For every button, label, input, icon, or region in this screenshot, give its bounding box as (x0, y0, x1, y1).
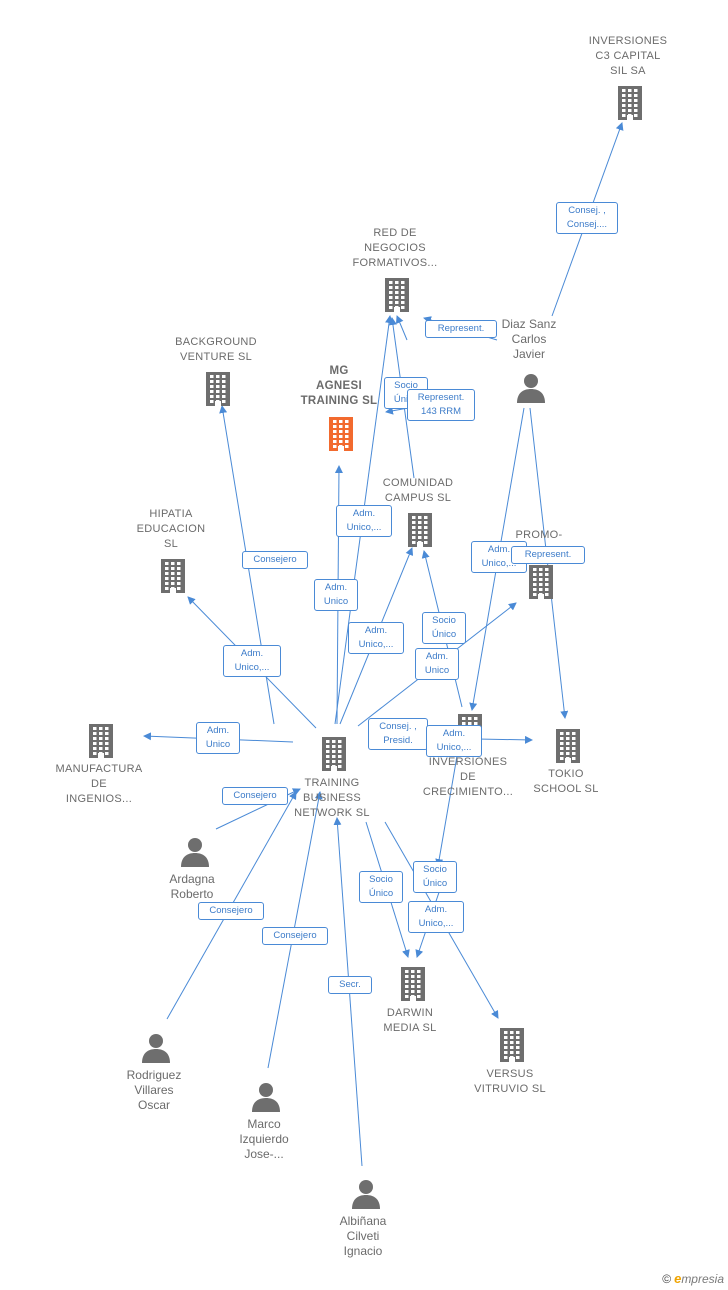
edge-label-consej-c3[interactable]: Consej. , Consej.... (556, 202, 618, 234)
node-label-tokio-school[interactable]: TOKIO SCHOOL SL (533, 768, 599, 795)
building-icon-background-venture[interactable] (202, 370, 234, 411)
node-label-inversiones-c3[interactable]: INVERSIONES C3 CAPITAL SIL SA (588, 35, 668, 77)
edge-line-16 (435, 755, 458, 867)
edge-label-represent-promo[interactable]: Represent. (511, 546, 585, 564)
node-label-hipatia[interactable]: HIPATIA EDUCACION SL (136, 508, 206, 550)
node-label-ardagna[interactable]: Ardagna Roberto (169, 872, 215, 901)
node-label-versus-vitruvio[interactable]: VERSUS VITRUVIO SL (474, 1068, 546, 1095)
node-label-darwin-media[interactable]: DARWIN MEDIA SL (383, 1007, 437, 1034)
edge-line-3 (396, 315, 408, 341)
brand-name: mpresia (681, 1272, 724, 1286)
node-label-comunidad-campus[interactable]: COMUNIDAD CAMPUS SL (382, 477, 454, 504)
node-label-albinana[interactable]: Albiñana Cilveti Ignacio (339, 1214, 387, 1258)
copyright-icon: © (662, 1272, 672, 1286)
building-icon-manufactura[interactable] (85, 722, 117, 763)
node-label-inversiones-crecimiento[interactable]: INVERSIONES DE CRECIMIENTO... (422, 756, 514, 798)
node-label-marco[interactable]: Marco Izquierdo Jose-... (239, 1117, 289, 1161)
edge-label-socio-unico-darwin[interactable]: Socio Único (359, 871, 403, 903)
building-icon-training-business[interactable] (318, 735, 350, 776)
edge-label-consejero-rodriguez[interactable]: Consejero (198, 902, 264, 920)
building-icon-inversiones-c3[interactable] (614, 84, 646, 125)
building-icon-red-negocios[interactable] (381, 276, 413, 317)
node-label-manufactura[interactable]: MANUFACTURA DE INGENIOS... (55, 763, 143, 805)
node-label-rodriguez[interactable]: Rodriguez Villares Oscar (126, 1068, 182, 1112)
node-label-red-negocios[interactable]: RED DE NEGOCIOS FORMATIVOS... (352, 227, 438, 269)
building-icon-tokio-school[interactable] (552, 727, 584, 768)
building-icon-hipatia[interactable] (157, 557, 189, 598)
building-icon-promo[interactable] (525, 563, 557, 604)
edge-label-socio-unico-comunidad[interactable]: Socio Único (422, 612, 466, 644)
edge-label-adm-unico-red[interactable]: Adm. Unico,... (336, 505, 392, 537)
edge-label-adm-unico-comunidad[interactable]: Adm. Unico,... (348, 622, 404, 654)
edge-label-adm-unico-inversiones[interactable]: Adm. Unico,... (426, 725, 482, 757)
building-icon-darwin-media[interactable] (397, 965, 429, 1006)
brand-initial: e (674, 1271, 682, 1286)
person-icon-ardagna[interactable] (179, 836, 211, 873)
edge-label-represent-red[interactable]: Represent. (425, 320, 497, 338)
person-icon-marco[interactable] (250, 1081, 282, 1118)
edge-label-adm-unico-manufactura[interactable]: Adm. Unico (196, 722, 240, 754)
edge-label-consejero-marco[interactable]: Consejero (262, 927, 328, 945)
edge-label-adm-unico-darwin[interactable]: Adm. Unico,... (408, 901, 464, 933)
edge-label-consejero-ardagna[interactable]: Consejero (222, 787, 288, 805)
edge-label-socio-unico-versus[interactable]: Socio Único (413, 861, 457, 893)
edge-label-adm-unico-hipatia[interactable]: Adm. Unico,... (223, 645, 281, 677)
node-label-diaz-sanz[interactable]: Diaz Sanz Carlos Javier (501, 317, 557, 361)
building-icon-mg-agnesi[interactable] (325, 415, 357, 456)
brand-logo: ©empresia (662, 1271, 724, 1286)
edge-label-secr-albinana[interactable]: Secr. (328, 976, 372, 994)
edge-label-adm-unico-mg[interactable]: Adm. Unico (314, 579, 358, 611)
person-icon-diaz-sanz[interactable] (515, 372, 547, 409)
person-icon-albinana[interactable] (350, 1178, 382, 1215)
person-icon-rodriguez[interactable] (140, 1032, 172, 1069)
node-label-training-business[interactable]: TRAINING BUSINESS NETWORK SL (294, 777, 370, 819)
edge-label-consej-presid[interactable]: Consej. , Presid. (368, 718, 428, 750)
building-icon-versus-vitruvio[interactable] (496, 1026, 528, 1067)
node-label-background-venture[interactable]: BACKGROUND VENTURE SL (175, 336, 257, 363)
edge-label-represent-143[interactable]: Represent. 143 RRM (407, 389, 475, 421)
node-label-mg-agnesi[interactable]: MG AGNESI TRAINING SL (300, 365, 378, 407)
building-icon-comunidad-campus[interactable] (404, 511, 436, 552)
edge-label-adm-unico-promo[interactable]: Adm. Unico (415, 648, 459, 680)
edge-label-consejero-background[interactable]: Consejero (242, 551, 308, 569)
node-label-promo[interactable]: PROMO- (515, 529, 563, 541)
